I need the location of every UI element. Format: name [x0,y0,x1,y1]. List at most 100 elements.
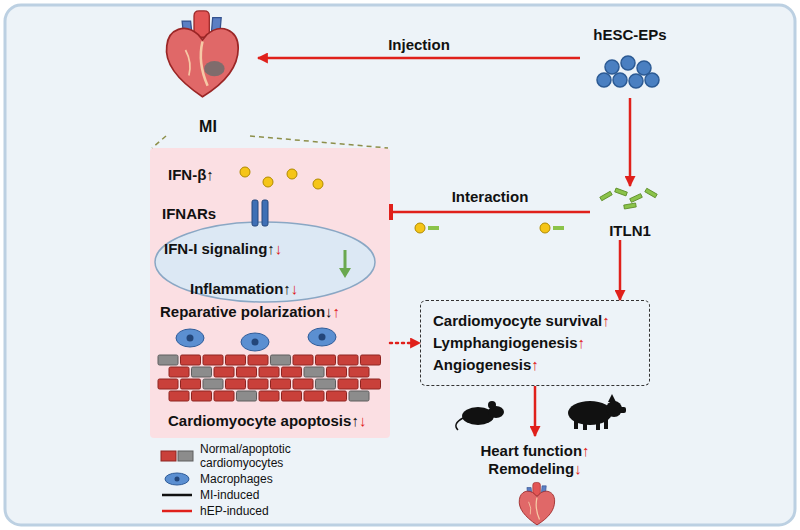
node-text: Heart function↑ [480,442,589,460]
legend-row: hEP-induced [160,504,320,518]
nucleus [252,339,259,346]
mi-heart [166,11,238,97]
ifn-dot [263,177,273,187]
node-text: Remodeling↓ [488,460,581,478]
cardiomyocyte [192,391,212,401]
healed-heart [519,482,554,524]
protein [630,194,643,203]
part: ITLN1 [609,222,651,239]
legend-text: Normal/apoptotic cardiomyocytes [200,442,320,470]
ifn-dot [313,179,323,189]
connector [629,98,632,186]
cardiomyocyte [304,367,324,377]
node-text: Inflammation↑↓ [190,280,298,298]
protein [553,226,564,230]
node-text: Lymphangiogenesis↑ [433,334,585,352]
protein-node: ITLN1 [590,186,670,240]
panel-fill [150,148,390,438]
cardiomyocyte [293,379,313,389]
cell [621,56,635,70]
cell [605,60,619,74]
mi-heart-label: MI [158,12,258,136]
part: ↑ [602,312,610,329]
protein [615,188,628,196]
cardiomyocyte [327,391,347,401]
cardiomyocyte [271,379,291,389]
cardiomyocyte [226,355,246,365]
part: IFNARs [162,205,216,222]
connector [619,240,622,300]
stem-cells [597,56,659,88]
ifn-dot [287,169,297,179]
part: ↑ [267,240,275,257]
part: ↓ [275,240,283,257]
part: Reparative polarization [160,303,325,320]
heart [519,482,554,524]
edge-label: Injection [385,36,453,53]
protein [600,191,612,200]
cardiomyocyte [361,355,381,365]
connector [250,136,388,148]
receptor [252,200,268,226]
line-sample [162,510,192,513]
cardiomyocyte [214,367,234,377]
cardiomyocyte [178,451,193,461]
part: ↓ [325,303,333,320]
legend-text: MI-induced [200,488,320,502]
macrophages [176,328,336,351]
cardiomyocyte [181,379,201,389]
part: ↓ [574,460,582,477]
part: ↑ [577,334,585,351]
connector [152,136,166,148]
macrophage [241,333,269,351]
pig [568,394,626,430]
cardiomyocyte [282,367,302,377]
benefit-box: Cardiomyocyte survival↑Lymphangiogenesis… [420,300,650,386]
part: ↓ [291,280,299,297]
part: ↑ [531,356,539,373]
mechanism-panel: IFN-β↑IFNARsIFN-I signaling↑↓Inflammatio… [150,148,390,438]
cardiomyocyte [316,355,336,365]
node-text: Angiogenesis↑ [433,356,539,374]
node-text: Cardiomyocyte apoptosis↑↓ [168,412,366,430]
outcome-box: Heart function↑Remodeling↓ [465,436,605,484]
ifn-dot [240,167,250,177]
legend-row: Macrophages [160,472,320,486]
cardiomyocyte [248,355,268,365]
node-text: hESC-EPs [593,26,666,44]
cardiomyocyte [349,391,369,401]
legend-text: hEP-induced [200,504,320,518]
cardiomyocyte [327,367,347,377]
protein [645,188,657,197]
signal-arrow-head [339,268,351,278]
ligand-pairs [415,223,564,233]
ifn-dot [415,223,425,233]
part: ↑ [333,303,341,320]
cardiomyocyte [161,451,176,461]
legend: Normal/apoptotic cardiomyocytesMacrophag… [160,442,320,520]
legend-row: MI-induced [160,488,320,502]
part: ↑ [206,166,214,183]
legend-text: Macrophages [200,472,320,486]
mouse-tail [456,418,463,430]
legend-sample [160,488,194,502]
node-text: ITLN1 [609,222,651,240]
connector [390,342,420,345]
receptor-chain [252,200,258,226]
protein [624,203,637,209]
part: ↓ [359,412,367,429]
mouse-ear [488,401,496,409]
cardiomyocyte [158,379,178,389]
cell-body [155,222,375,302]
nucleus [319,334,326,341]
protein [428,226,439,230]
cardiomyocyte [304,391,324,401]
cardiomyocyte [293,355,313,365]
pig-leg [583,421,587,430]
legend-sample [160,472,194,486]
ifn-beta [240,167,323,189]
infarct [204,61,224,76]
node-text: IFNARs [162,205,216,223]
